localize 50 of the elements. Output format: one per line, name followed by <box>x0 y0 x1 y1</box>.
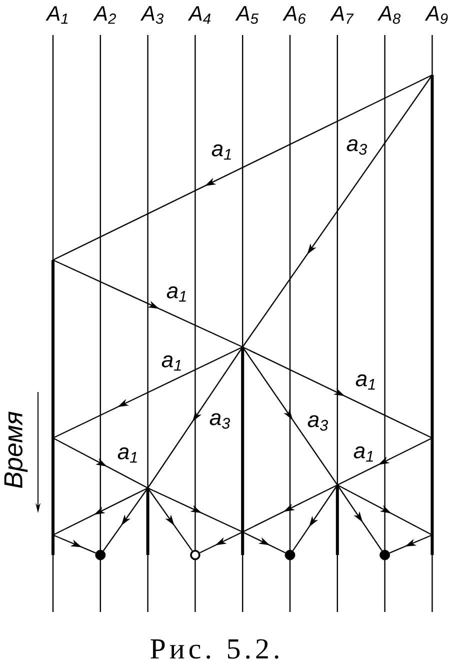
edge-label: a$_{1}$ <box>212 144 231 160</box>
thick-bar <box>336 485 339 555</box>
dot <box>284 550 296 560</box>
edge-label: a$_{1}$ <box>354 446 373 462</box>
message-arrow <box>147 346 244 488</box>
message-arrow <box>200 531 243 554</box>
edge-label: a$_{3}$ <box>308 415 328 431</box>
process-label: A$_{3}$ <box>140 6 164 24</box>
edge-label: a$_{1}$ <box>166 286 186 302</box>
dot <box>380 550 390 560</box>
edge-label: a$_{1}$ <box>356 374 375 390</box>
edge-label: a$_{1}$ <box>118 447 137 463</box>
edge-label: a$_{3}$ <box>346 139 368 155</box>
message-arrow <box>242 531 286 554</box>
message-arrow <box>242 74 433 348</box>
message-arrow <box>337 437 432 486</box>
message-arrow <box>147 488 193 552</box>
message-arrow <box>336 484 382 552</box>
message-arrow <box>292 484 338 552</box>
message-arrow <box>52 74 432 261</box>
process-label: A$_{4}$ <box>188 6 210 24</box>
axis-label: Время <box>4 412 28 488</box>
thick-bar <box>146 488 150 555</box>
message-arrow <box>148 487 243 533</box>
process-label: A$_{2}$ <box>93 6 116 24</box>
open-circle <box>190 550 200 560</box>
message-arrow <box>52 487 148 536</box>
dot <box>95 550 106 560</box>
thick-bar <box>241 347 244 555</box>
process-label: A$_{6}$ <box>282 6 306 24</box>
message-arrow <box>102 488 148 552</box>
process-label: A$_{1}$ <box>46 6 68 24</box>
figure-caption: Рис. 5.2. <box>150 639 278 659</box>
message-arrow <box>389 534 432 554</box>
message-arrow <box>242 346 432 439</box>
message-arrow <box>52 346 243 439</box>
edge-label: a$_{3}$ <box>210 413 230 429</box>
process-label: A$_{7}$ <box>330 6 354 24</box>
thick-bar <box>430 75 434 555</box>
message-arrow <box>52 437 148 489</box>
message-arrow <box>242 484 338 533</box>
thick-bar <box>52 260 54 555</box>
edge-label: a$_{1}$ <box>162 355 181 371</box>
message-arrow <box>52 259 243 348</box>
message-arrow <box>52 534 96 554</box>
message-arrow <box>242 346 338 486</box>
message-arrow <box>337 484 432 536</box>
process-label: A$_{9}$ <box>424 6 448 24</box>
process-label: A$_{5}$ <box>235 6 258 24</box>
process-label: A$_{8}$ <box>377 6 401 24</box>
